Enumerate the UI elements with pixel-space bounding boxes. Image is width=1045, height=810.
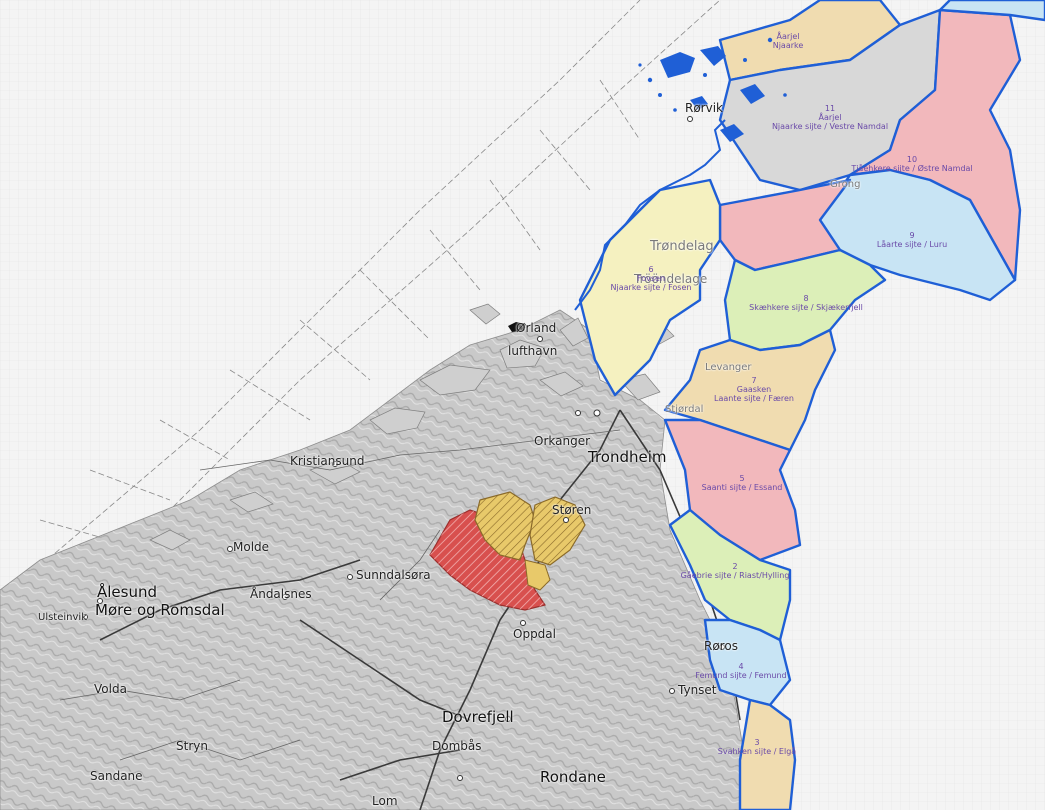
trollheimen-red-zone-hatch bbox=[430, 510, 545, 610]
label-orkanger: Orkanger bbox=[534, 434, 591, 448]
region-label-sub: Laante sijte / Færen bbox=[714, 394, 794, 404]
label-volda: Volda bbox=[94, 682, 127, 696]
label-rondane: Rondane bbox=[540, 768, 606, 786]
region-label-sub: Njaarke sijte / Fosen bbox=[610, 283, 692, 293]
region-label-sub: Njaarke sijte / Vestre Namdal bbox=[771, 122, 889, 132]
label-sunndalsora: Sunndalsøra bbox=[356, 568, 431, 582]
region-label-6: 6 Fovsen Njaarke sijte / Fosen bbox=[611, 265, 692, 293]
trollheimen-east-zone-hatch bbox=[530, 497, 585, 565]
label-trondheim: Trondheim bbox=[588, 448, 667, 466]
region-label-num: 3 bbox=[754, 738, 760, 747]
label-stryn: Stryn bbox=[176, 739, 208, 753]
region-label-num: 8 bbox=[803, 294, 809, 303]
trollheimen-area[interactable] bbox=[429, 491, 586, 611]
region-label-2: 2 Gåebrie sijte / Riast/Hylling bbox=[681, 562, 790, 580]
region-label-name: Gaasken bbox=[736, 385, 772, 395]
coastline-highlight bbox=[574, 119, 726, 311]
trollheimen-yellow-zone-hatch bbox=[475, 492, 535, 560]
label-alesund: Ålesund bbox=[97, 583, 158, 601]
district-2-riast-hylling[interactable] bbox=[668, 508, 792, 642]
region-label-8: 8 Skæhkere sijte / Skjækerfjell bbox=[749, 294, 863, 312]
label-kristiansund: Kristiansund bbox=[290, 454, 365, 468]
sami-districts bbox=[578, 0, 1045, 810]
region-label-num: 7 bbox=[751, 376, 757, 385]
label-roros: Røros bbox=[704, 639, 738, 653]
label-dombas: Dombås bbox=[432, 739, 482, 753]
region-label-num: 9 bbox=[909, 231, 915, 240]
region-label-sub: Låarte sijte / Luru bbox=[876, 240, 948, 250]
region-label-name: Åarjel bbox=[776, 32, 800, 41]
region-label-sub: Skæhkere sijte / Skjækerfjell bbox=[749, 303, 863, 313]
region-label-10: 10 Tjåehkere sijte / Østre Namdal bbox=[851, 155, 972, 173]
region-label-11: 11 Åarjel Njaarke sijte / Vestre Namdal bbox=[772, 104, 888, 132]
region-label-4: 4 Femund sijte / Femund bbox=[695, 662, 786, 680]
region-label-sub: Njaarke bbox=[772, 41, 804, 51]
region-label-sub: Saanti sijte / Essand bbox=[701, 483, 783, 493]
region-label-sub: Tjåehkere sijte / Østre Namdal bbox=[851, 164, 973, 174]
region-label-num: 11 bbox=[824, 104, 836, 113]
region-label-sub: Gåebrie sijte / Riast/Hylling bbox=[680, 571, 790, 581]
label-trondelag-sami: Trööndelage bbox=[634, 272, 708, 286]
label-stjordal: Stjørdal bbox=[665, 404, 704, 415]
town-markers bbox=[82, 116, 725, 781]
label-storen: Støren bbox=[552, 503, 592, 517]
label-tynset: Tynset bbox=[678, 683, 717, 697]
district-3-elga[interactable] bbox=[738, 698, 797, 810]
district-7-faeren[interactable] bbox=[663, 328, 837, 452]
label-sandane: Sandane bbox=[90, 769, 143, 783]
region-label-num: 4 bbox=[738, 662, 744, 671]
label-levanger: Levanger bbox=[705, 362, 752, 373]
trollheimen-inner-zone bbox=[524, 559, 551, 591]
region-label-num: 2 bbox=[732, 562, 738, 571]
region-label-name: Fovsen bbox=[636, 274, 666, 284]
label-oppdal: Oppdal bbox=[513, 627, 556, 641]
label-dovrefjell: Dovrefjell bbox=[442, 708, 514, 726]
region-label-aarjel-njaarke: Åarjel Njaarke bbox=[773, 32, 804, 50]
region-label-num: 5 bbox=[739, 474, 745, 483]
secondary-roads bbox=[59, 429, 621, 761]
label-grong: Grong bbox=[830, 179, 861, 190]
region-label-num: 10 bbox=[906, 155, 918, 164]
label-trondelag: Trøndelag bbox=[650, 239, 714, 254]
region-label-num: 6 bbox=[648, 265, 654, 274]
region-label-5: 5 Saanti sijte / Essand bbox=[702, 474, 783, 492]
region-label-3: 3 Svahken sijte / Elgå bbox=[718, 738, 796, 756]
region-label-7: 7 Gaasken Laante sijte / Færen bbox=[714, 376, 794, 404]
archipelago-vikna bbox=[638, 37, 787, 142]
label-lom: Lom bbox=[372, 794, 398, 808]
label-orland: Ørland bbox=[516, 321, 557, 335]
airport-marker bbox=[508, 322, 526, 332]
label-rorvik: Rørvik bbox=[685, 101, 723, 115]
region-label-sub: Femund sijte / Femund bbox=[695, 671, 787, 681]
label-andalsnes: Åndalsnes bbox=[250, 587, 312, 601]
label-molde: Molde bbox=[233, 540, 270, 554]
label-ulsteinvik: Ulsteinvik bbox=[38, 612, 87, 623]
label-more-romsdal: Møre og Romsdal bbox=[95, 601, 225, 619]
label-lufthavn: lufthavn bbox=[508, 344, 558, 358]
region-label-9: 9 Låarte sijte / Luru bbox=[877, 231, 947, 249]
district-4-femund[interactable] bbox=[703, 618, 792, 707]
district-eastern-edge bbox=[938, 0, 1045, 22]
region-label-sub: Svahken sijte / Elgå bbox=[717, 747, 797, 757]
region-label-name: Åarjel bbox=[818, 113, 842, 123]
